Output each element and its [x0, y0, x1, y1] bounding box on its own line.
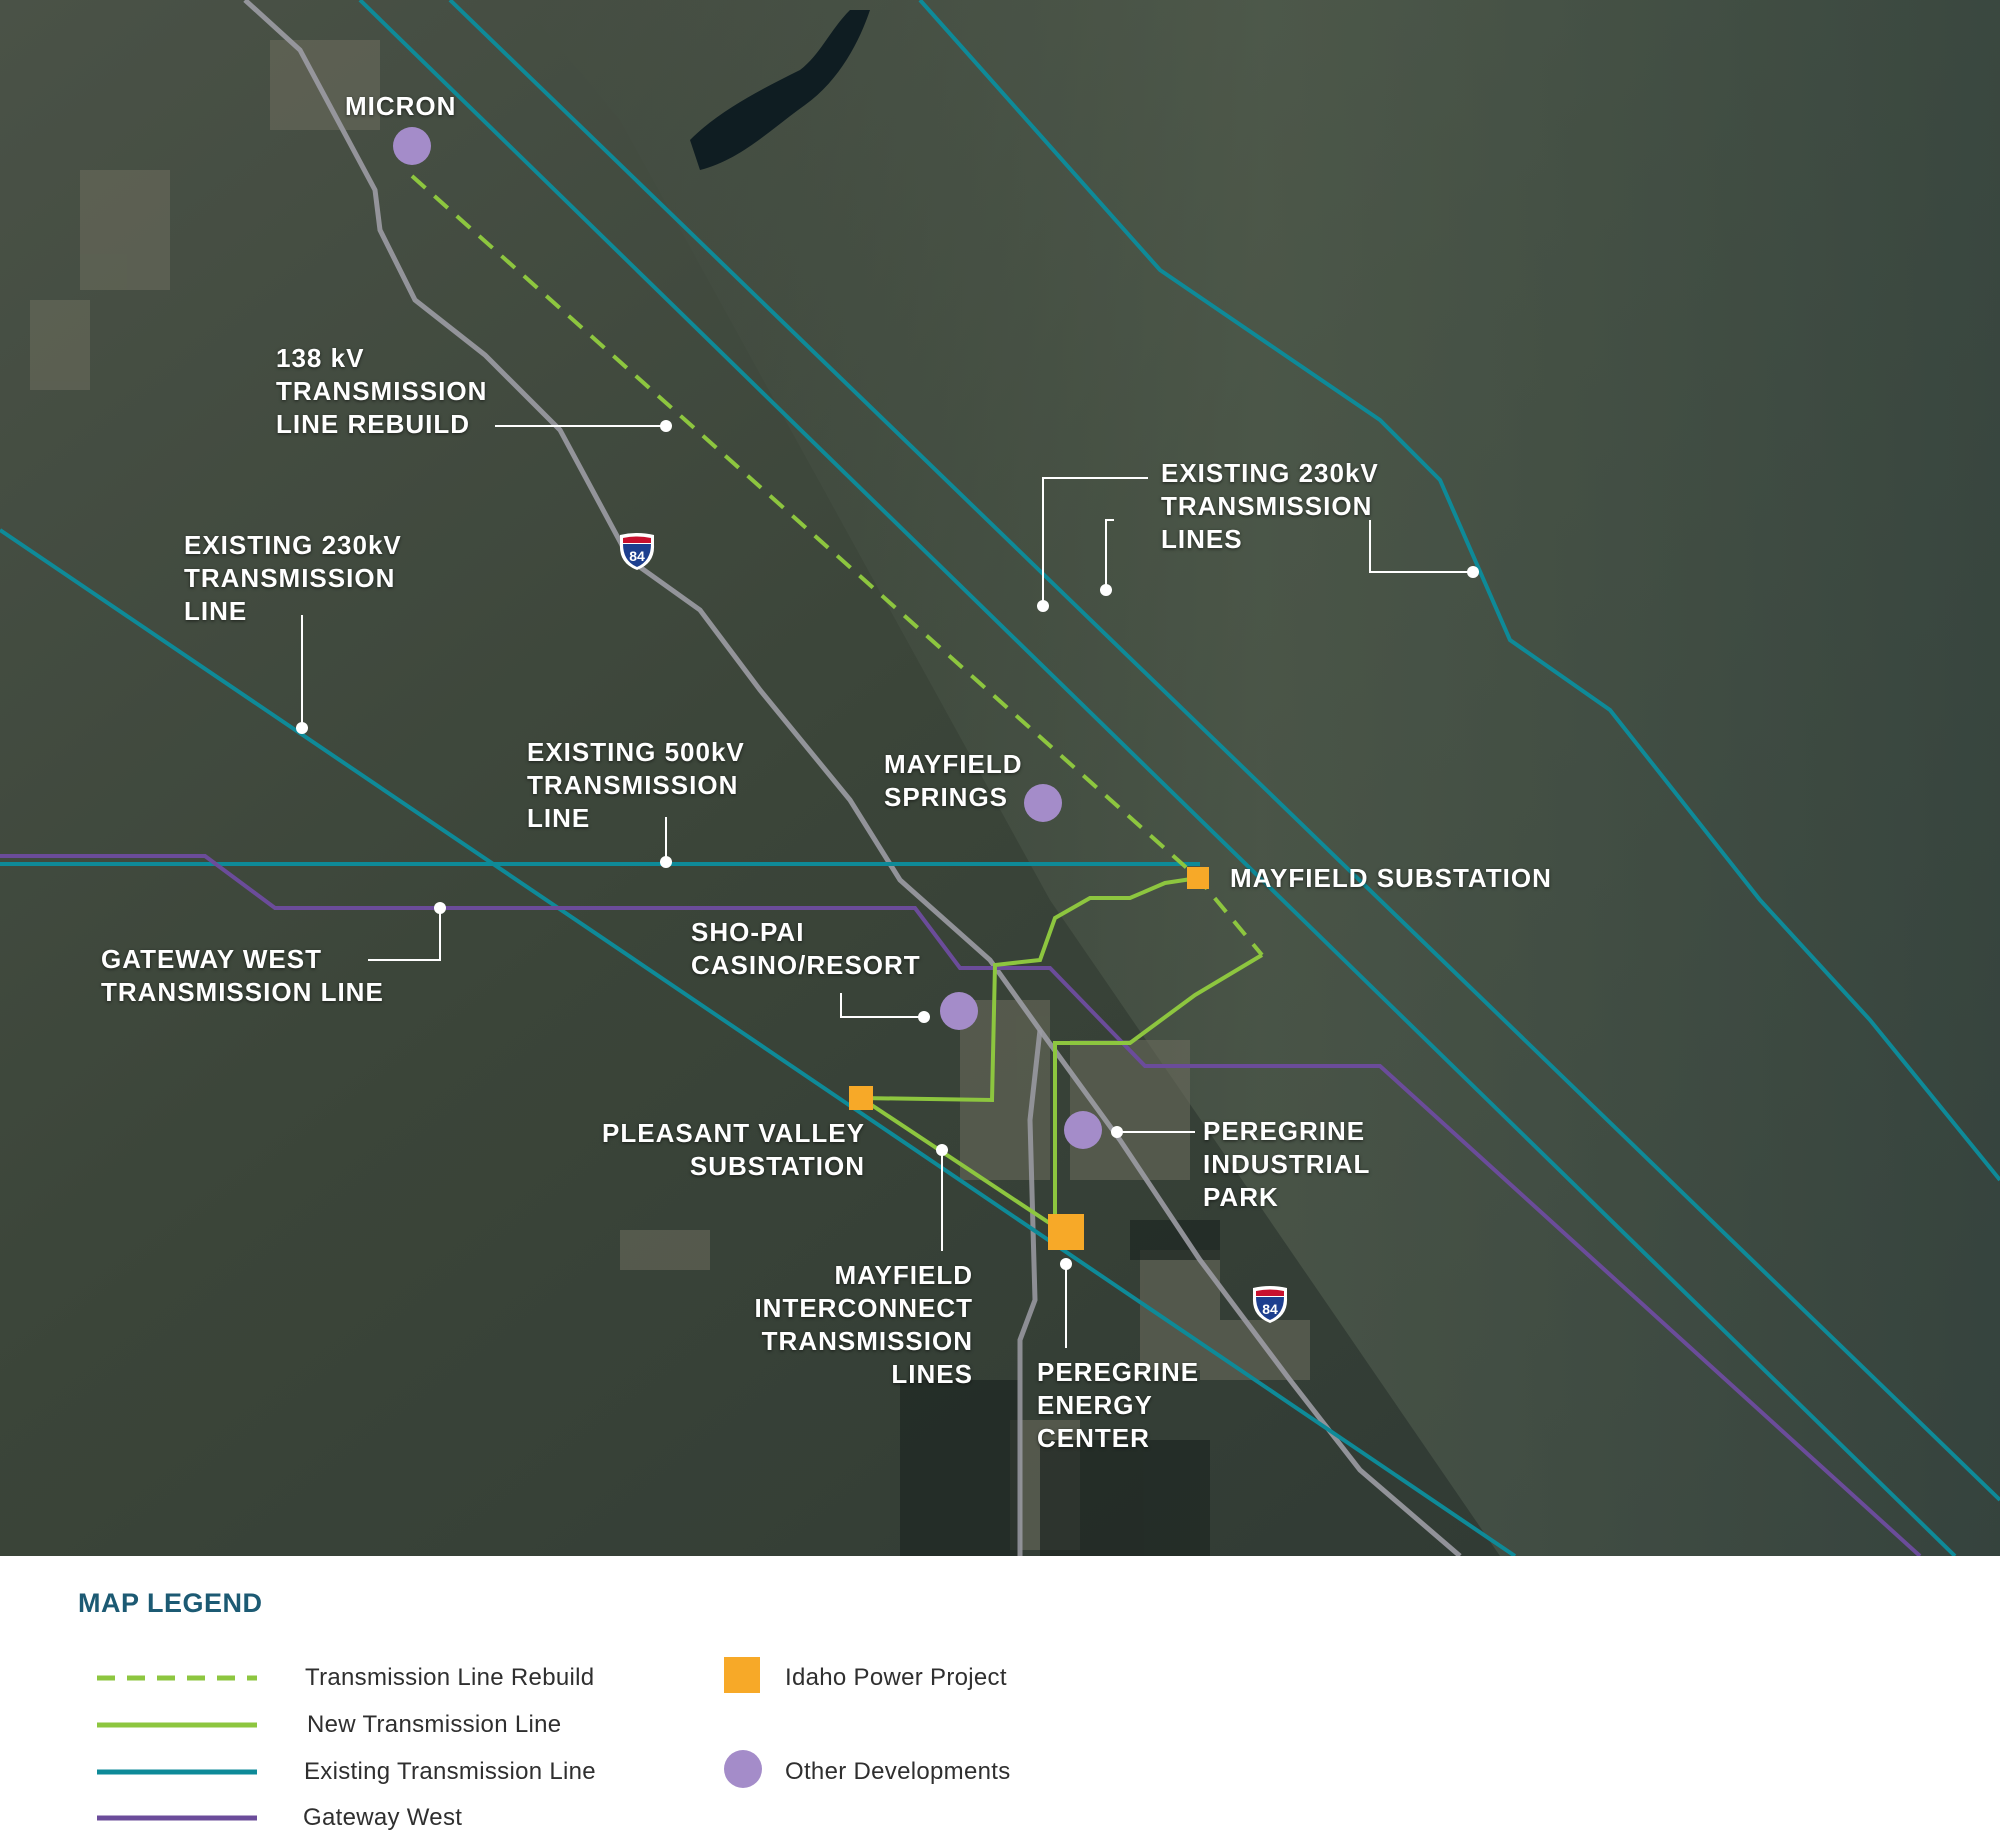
- solid-green-line-swatch-icon: [97, 1722, 257, 1728]
- interstate-84-shield-icon: 84: [619, 533, 655, 570]
- label-mayfield-interconnect: MAYFIELD INTERCONNECT TRANSMISSION LINES: [754, 1260, 973, 1389]
- leader-dots: [296, 420, 1479, 1270]
- leader-lines: [301, 425, 1473, 1348]
- new-line-mayfield-to-peregrine: [1053, 953, 1264, 1234]
- legend-label: Other Developments: [785, 1758, 1011, 1785]
- label-pleasant-valley: PLEASANT VALLEY SUBSTATION: [602, 1118, 865, 1181]
- legend-label: New Transmission Line: [307, 1711, 562, 1738]
- existing-230kv-line-left: [0, 528, 1517, 1556]
- label-micron: MICRON: [345, 91, 457, 121]
- new-transmission-lines: [859, 876, 1264, 1236]
- label-existing-500kv: EXISTING 500kV TRANSMISSION LINE: [527, 737, 745, 833]
- legend-item-idaho-power: Idaho Power Project: [722, 1655, 1142, 1695]
- sho-pai-marker[interactable]: [940, 992, 978, 1030]
- solid-teal-line-swatch-icon: [97, 1769, 257, 1775]
- existing-transmission-lines: [0, 0, 2000, 1556]
- label-existing-230kv-right: EXISTING 230kV TRANSMISSION LINES: [1161, 458, 1379, 554]
- new-line-mayfield-to-sho-pai: [860, 876, 1199, 1103]
- legend-item-gateway-west: Gateway West: [95, 1798, 655, 1838]
- legend-item-rebuild: Transmission Line Rebuild: [95, 1658, 655, 1698]
- existing-230kv-line-3: [918, 0, 2000, 1182]
- legend-title: MAP LEGEND: [78, 1588, 263, 1618]
- purple-circle-icon: [724, 1750, 762, 1788]
- interstate-84-highway: [243, 0, 1462, 1556]
- legend-label: Transmission Line Rebuild: [305, 1664, 595, 1691]
- reservoir: [690, 10, 870, 170]
- dashed-line-swatch-icon: [97, 1675, 257, 1681]
- label-mayfield-substation: MAYFIELD SUBSTATION: [1230, 863, 1552, 893]
- mountain-range: [520, 0, 2000, 1556]
- label-138kv-rebuild: 138 kV TRANSMISSION LINE REBUILD: [276, 343, 488, 439]
- dark-farm-patches: [900, 1220, 1220, 1556]
- legend-item-existing: Existing Transmission Line: [95, 1752, 655, 1792]
- map-legend: MAP LEGEND Transmission Line Rebuild New…: [0, 1556, 2000, 1844]
- other-developments: [393, 127, 1102, 1149]
- micron-marker[interactable]: [393, 127, 431, 165]
- legend-label: Gateway West: [303, 1804, 463, 1831]
- satellite-map: [0, 0, 2000, 1556]
- mayfield-substation-marker[interactable]: [1187, 867, 1209, 889]
- label-mayfield-springs: MAYFIELD SPRINGS: [884, 749, 1023, 812]
- map-area: 84 84 MICRON 138 kV TRANSMISSION LINE RE…: [0, 0, 2000, 1556]
- orange-square-icon: [724, 1657, 760, 1693]
- interstate-84-shield-icon-2: 84: [1252, 1286, 1288, 1323]
- existing-230kv-line-2: [448, 0, 2000, 1502]
- peregrine-energy-center-marker[interactable]: [1048, 1214, 1084, 1250]
- new-line-pleasant-valley-to-peregrine: [859, 1096, 1068, 1236]
- label-sho-pai: SHO-PAI CASINO/RESORT: [691, 917, 921, 980]
- gateway-west-line: [0, 854, 1922, 1556]
- legend-label: Idaho Power Project: [785, 1664, 1007, 1691]
- label-peregrine-industrial: PEREGRINE INDUSTRIAL PARK: [1203, 1116, 1371, 1212]
- pleasant-valley-substation-marker[interactable]: [849, 1086, 873, 1110]
- peregrine-industrial-marker[interactable]: [1064, 1111, 1102, 1149]
- legend-label: Existing Transmission Line: [304, 1758, 596, 1785]
- existing-230kv-line-1: [358, 0, 1957, 1556]
- idaho-power-projects: [849, 867, 1209, 1250]
- mayfield-springs-marker[interactable]: [1024, 784, 1062, 822]
- solid-purple-line-swatch-icon: [97, 1815, 257, 1821]
- shield-number: 84: [629, 548, 645, 564]
- legend-item-other-developments: Other Developments: [722, 1748, 1142, 1788]
- label-gateway-west: GATEWAY WEST TRANSMISSION LINE: [101, 944, 384, 1007]
- legend-item-new-line: New Transmission Line: [95, 1705, 655, 1745]
- label-existing-230kv-left: EXISTING 230kV TRANSMISSION LINE: [184, 530, 402, 626]
- label-peregrine-energy: PEREGRINE ENERGY CENTER: [1037, 1357, 1200, 1453]
- shield-number: 84: [1262, 1301, 1278, 1317]
- highway-spur: [1017, 1029, 1043, 1556]
